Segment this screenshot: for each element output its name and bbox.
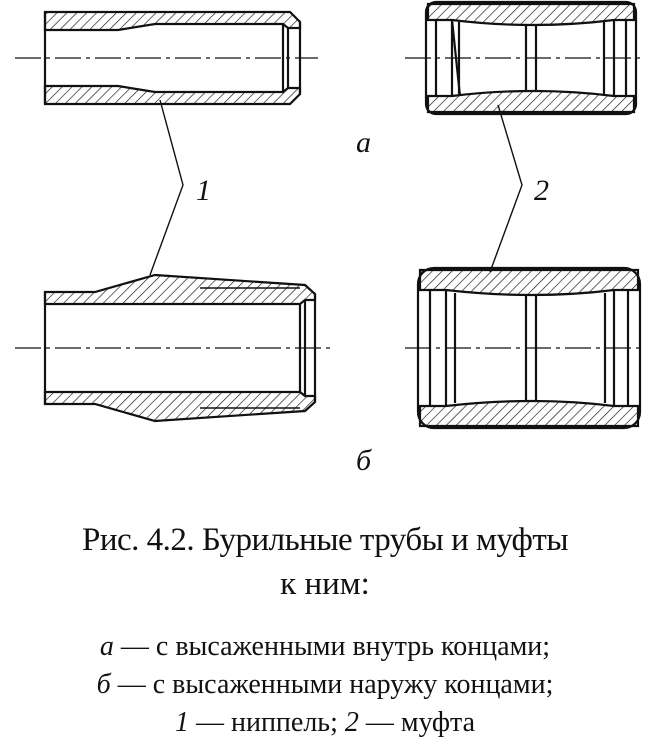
legend-n1: 1 [174,707,189,738]
variant-a-label: а [356,126,371,159]
caption-line-1: Рис. 4.2. Бурильные трубы и муфты [81,522,569,558]
legend-a-text: — с высаженными внутрь концами; [113,631,551,662]
caption-line-2: к ним: [280,566,370,602]
pipe-internal-upset [15,10,318,106]
part-1-label: 1 [196,174,211,207]
coupling-external-upset [405,266,645,430]
figure-legend: а — с высаженными внутрь концами; б — с … [0,628,650,742]
legend-n1-text: — ниппель; [188,707,345,738]
leader-lines [149,99,523,276]
figure-caption: Рис. 4.2. Бурильные трубы и муфты к ним: [0,518,650,606]
pipe-external-upset [15,273,330,423]
legend-line-b: б — с высаженными наружу концами; [0,666,650,704]
legend-line-a: а — с высаженными внутрь концами; [0,628,650,666]
coupling-internal-upset [405,0,640,116]
legend-n2: 2 [344,707,359,738]
legend-b-letter: б [96,669,111,700]
legend-line-parts: 1 — ниппель; 2 — муфта [0,704,650,742]
variant-b-label: б [356,444,372,477]
technical-drawing: 1 2 а б [15,0,645,477]
legend-b-text: — с высаженными наружу концами; [110,669,554,700]
part-2-label: 2 [534,174,549,207]
legend-a-letter: а [99,631,114,662]
legend-n2-text: — муфта [358,707,476,738]
